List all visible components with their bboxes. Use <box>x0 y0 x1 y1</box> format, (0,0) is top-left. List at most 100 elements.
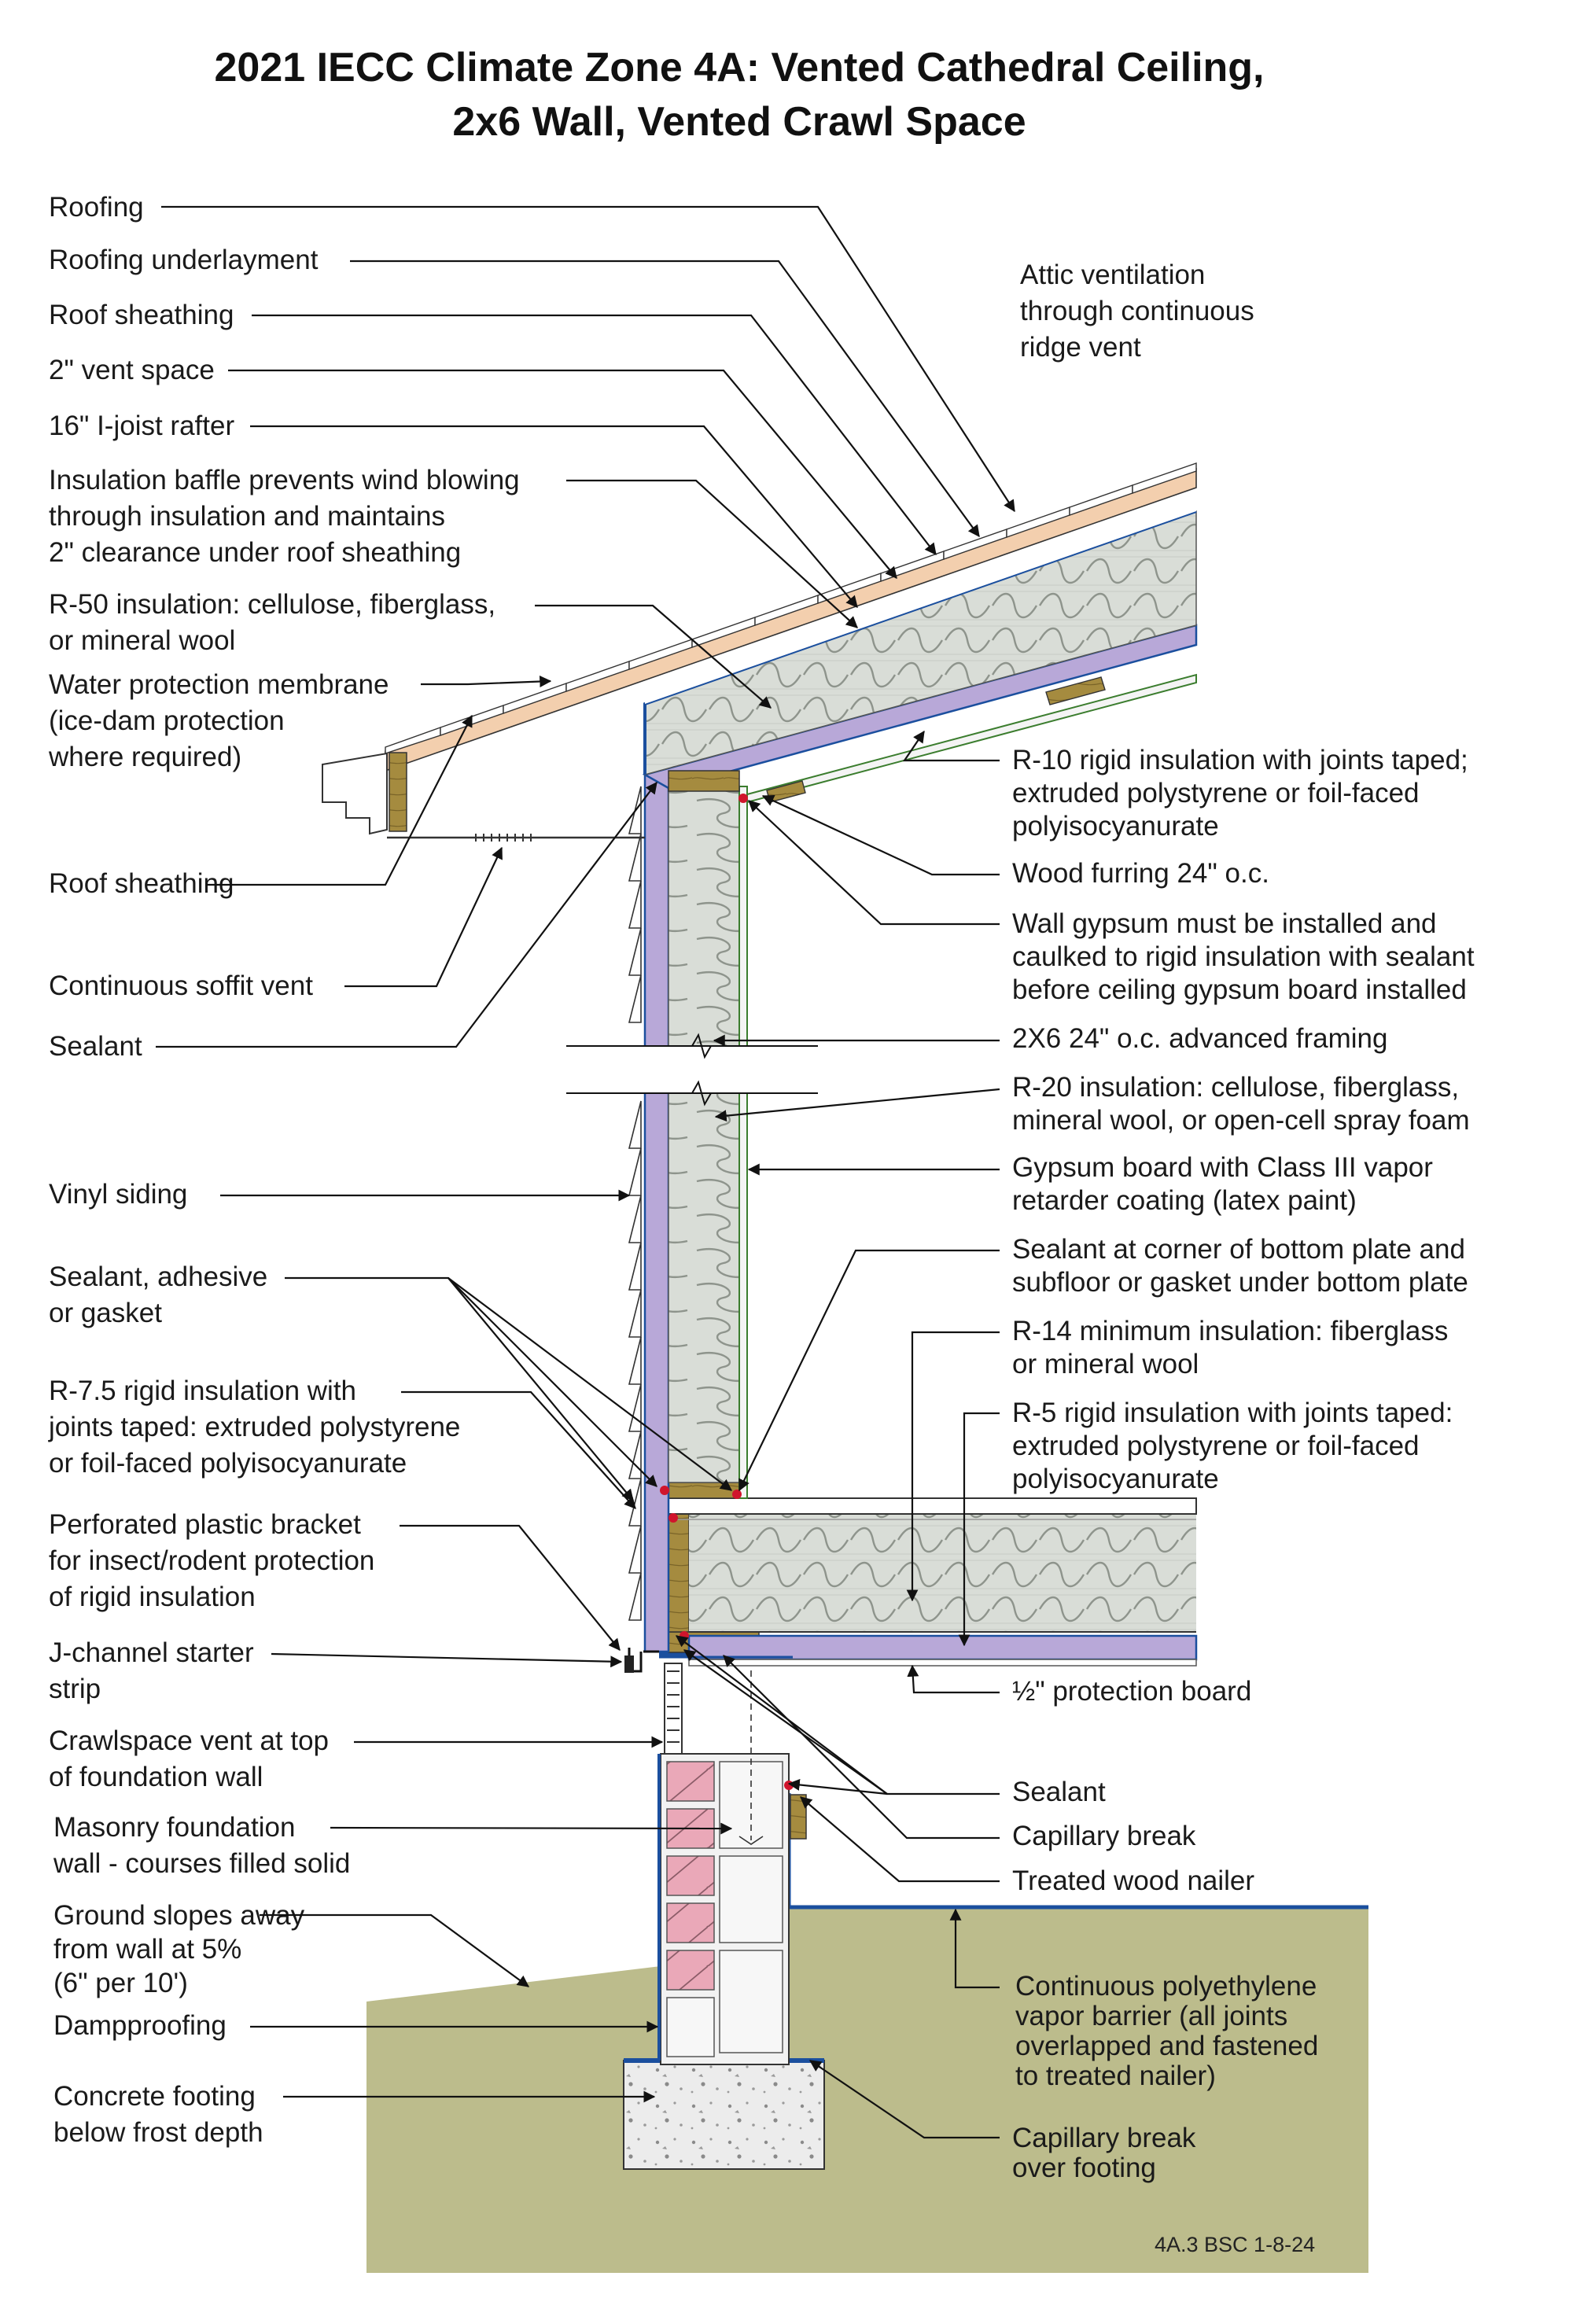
crawlspace-vent <box>664 1663 683 1755</box>
label-capillary-footing-2: over footing <box>1012 2153 1156 2183</box>
fascia-board <box>322 752 388 835</box>
label-r10-3: polyisocyanurate <box>1012 811 1219 842</box>
label-bracket-2: for insect/rodent protection <box>49 1545 374 1576</box>
label-r20-2: mineral wool, or open-cell spray foam <box>1012 1105 1470 1136</box>
label-poly-barrier-2: vapor barrier (all joints <box>1015 2001 1287 2031</box>
label-r75-1: R-7.5 rigid insulation with <box>49 1376 356 1406</box>
label-sealant-adhesive-2: or gasket <box>49 1298 162 1328</box>
roof-vent-space <box>645 492 1196 704</box>
label-vent-space: 2" vent space <box>49 355 215 385</box>
top-plate <box>668 770 740 792</box>
diagram-title-line2: 2x6 Wall, Vented Crawl Space <box>452 99 1026 145</box>
label-j-channel-1: J-channel starter <box>49 1637 254 1668</box>
label-sealant-corner-2: subfloor or gasket under bottom plate <box>1012 1267 1468 1298</box>
label-attic-vent-2: through continuous <box>1020 296 1254 326</box>
label-ground-slope-2: from wall at 5% <box>53 1934 241 1965</box>
j-channel-block <box>624 1656 634 1673</box>
roofing-shingles <box>385 462 1197 754</box>
label-r5-3: polyisocyanurate <box>1012 1464 1219 1494</box>
floor-joist-batt <box>689 1514 1196 1632</box>
label-sealant-left: Sealant <box>49 1031 142 1062</box>
label-footing-1: Concrete footing <box>53 2081 256 2112</box>
label-r10-1: R-10 rigid insulation with joints taped; <box>1012 745 1468 775</box>
rim-joist <box>668 1505 690 1633</box>
label-roofing: Roofing <box>49 192 144 223</box>
label-r50-1: R-50 insulation: cellulose, fiberglass, <box>49 589 495 620</box>
label-water-membrane-3: where required) <box>48 742 241 772</box>
label-i-joist: 16" I-joist rafter <box>49 411 234 441</box>
wall-rigid-insulation <box>643 773 670 1653</box>
label-water-membrane-1: Water protection membrane <box>49 669 389 700</box>
drawing-reference-code: 4A.3 BSC 1-8-24 <box>1155 2233 1315 2256</box>
wall-gypsum <box>738 786 748 1499</box>
label-wall-gypsum-1: Wall gypsum must be installed and <box>1012 908 1437 939</box>
diagram-title-line1: 2021 IECC Climate Zone 4A: Vented Cathed… <box>214 45 1264 90</box>
label-capillary-footing-1: Capillary break <box>1012 2123 1196 2153</box>
label-footing-2: below frost depth <box>53 2117 263 2148</box>
label-ground-slope-3: (6" per 10') <box>53 1968 188 1998</box>
label-water-membrane-2: (ice-dam protection <box>49 705 285 736</box>
leader-lines <box>156 205 1015 2139</box>
label-poly-barrier-4: to treated nailer) <box>1015 2061 1216 2091</box>
wall-break-mask <box>598 1046 818 1093</box>
floor-rigid-insulation <box>687 1634 1198 1661</box>
wall-cavity-batt <box>668 786 740 1483</box>
label-r20-1: R-20 insulation: cellulose, fiberglass, <box>1012 1072 1459 1103</box>
label-bracket-1: Perforated plastic bracket <box>49 1509 361 1540</box>
label-gypsum-board-2: retarder coating (latex paint) <box>1012 1185 1357 1216</box>
left-callouts: Roofing Roofing underlayment Roof sheath… <box>48 192 520 2148</box>
label-soffit-vent: Continuous soffit vent <box>49 970 313 1001</box>
label-r5-2: extruded polystyrene or foil-faced <box>1012 1431 1420 1461</box>
protection-board <box>688 1659 1197 1667</box>
label-sealant-corner-1: Sealant at corner of bottom plate and <box>1012 1234 1465 1265</box>
label-wood-furring: Wood furring 24" o.c. <box>1012 858 1269 889</box>
wood-furring-2 <box>1045 676 1106 705</box>
label-sealant-adhesive-1: Sealant, adhesive <box>49 1261 267 1292</box>
label-attic-vent-3: ridge vent <box>1020 332 1141 363</box>
label-masonry-2: wall - courses filled solid <box>53 1848 350 1879</box>
right-callouts: Attic ventilation through continuous rid… <box>1012 260 1475 2256</box>
label-wall-gypsum-3: before ceiling gypsum board installed <box>1012 974 1467 1005</box>
ground-soil <box>366 1907 1368 2273</box>
bottom-plate <box>668 1482 740 1499</box>
label-poly-barrier-3: overlapped and fastened <box>1015 2031 1318 2061</box>
label-baffle-3: 2" clearance under roof sheathing <box>49 537 461 568</box>
label-attic-vent-1: Attic ventilation <box>1020 260 1205 290</box>
label-r50-2: or mineral wool <box>49 625 235 656</box>
label-r10-2: extruded polystyrene or foil-faced <box>1012 778 1420 808</box>
crawlspace-vent-louvers <box>667 1670 680 1743</box>
label-dampproofing: Dampproofing <box>53 2010 227 2041</box>
label-bracket-3: of rigid insulation <box>49 1582 256 1612</box>
subfloor <box>668 1497 1197 1515</box>
label-baffle-2: through insulation and maintains <box>49 501 445 532</box>
wall-break-zigzag-top <box>691 1033 712 1059</box>
concrete-footing <box>623 2060 825 2170</box>
wall-break-zigzag-bottom <box>691 1080 712 1107</box>
soffit-vent-grille <box>475 834 532 842</box>
label-crawl-vent-1: Crawlspace vent at top <box>49 1726 329 1756</box>
label-r14-1: R-14 minimum insulation: fiberglass <box>1012 1316 1448 1346</box>
label-r75-3: or foil-faced polyisocyanurate <box>49 1448 407 1479</box>
label-wall-gypsum-2: caulked to rigid insulation with sealant <box>1012 941 1475 972</box>
treated-wood-nailer <box>790 1794 807 1840</box>
label-protection-board: ½" protection board <box>1012 1676 1251 1707</box>
label-r14-2: or mineral wool <box>1012 1349 1199 1379</box>
label-poly-barrier-1: Continuous polyethylene <box>1015 1971 1317 2002</box>
label-sealant-right: Sealant <box>1012 1777 1106 1807</box>
label-masonry-1: Masonry foundation <box>53 1812 295 1843</box>
label-capillary-break: Capillary break <box>1012 1821 1196 1851</box>
label-vinyl-siding: Vinyl siding <box>49 1179 187 1210</box>
label-baffle-1: Insulation baffle prevents wind blowing <box>49 465 520 495</box>
rafter-tail <box>389 752 407 832</box>
label-j-channel-2: strip <box>49 1674 101 1704</box>
vinyl-siding <box>628 786 642 1621</box>
label-gypsum-board-1: Gypsum board with Class III vapor <box>1012 1152 1433 1183</box>
label-r75-2: joints taped: extruded polystyrene <box>48 1412 460 1442</box>
label-roofing-underlayment: Roofing underlayment <box>49 245 319 275</box>
label-treated-nailer: Treated wood nailer <box>1012 1865 1254 1896</box>
label-crawl-vent-2: of foundation wall <box>49 1762 263 1792</box>
label-roof-sheathing: Roof sheathing <box>49 300 234 330</box>
label-r5-1: R-5 rigid insulation with joints taped: <box>1012 1398 1453 1428</box>
label-framing: 2X6 24" o.c. advanced framing <box>1012 1023 1387 1054</box>
